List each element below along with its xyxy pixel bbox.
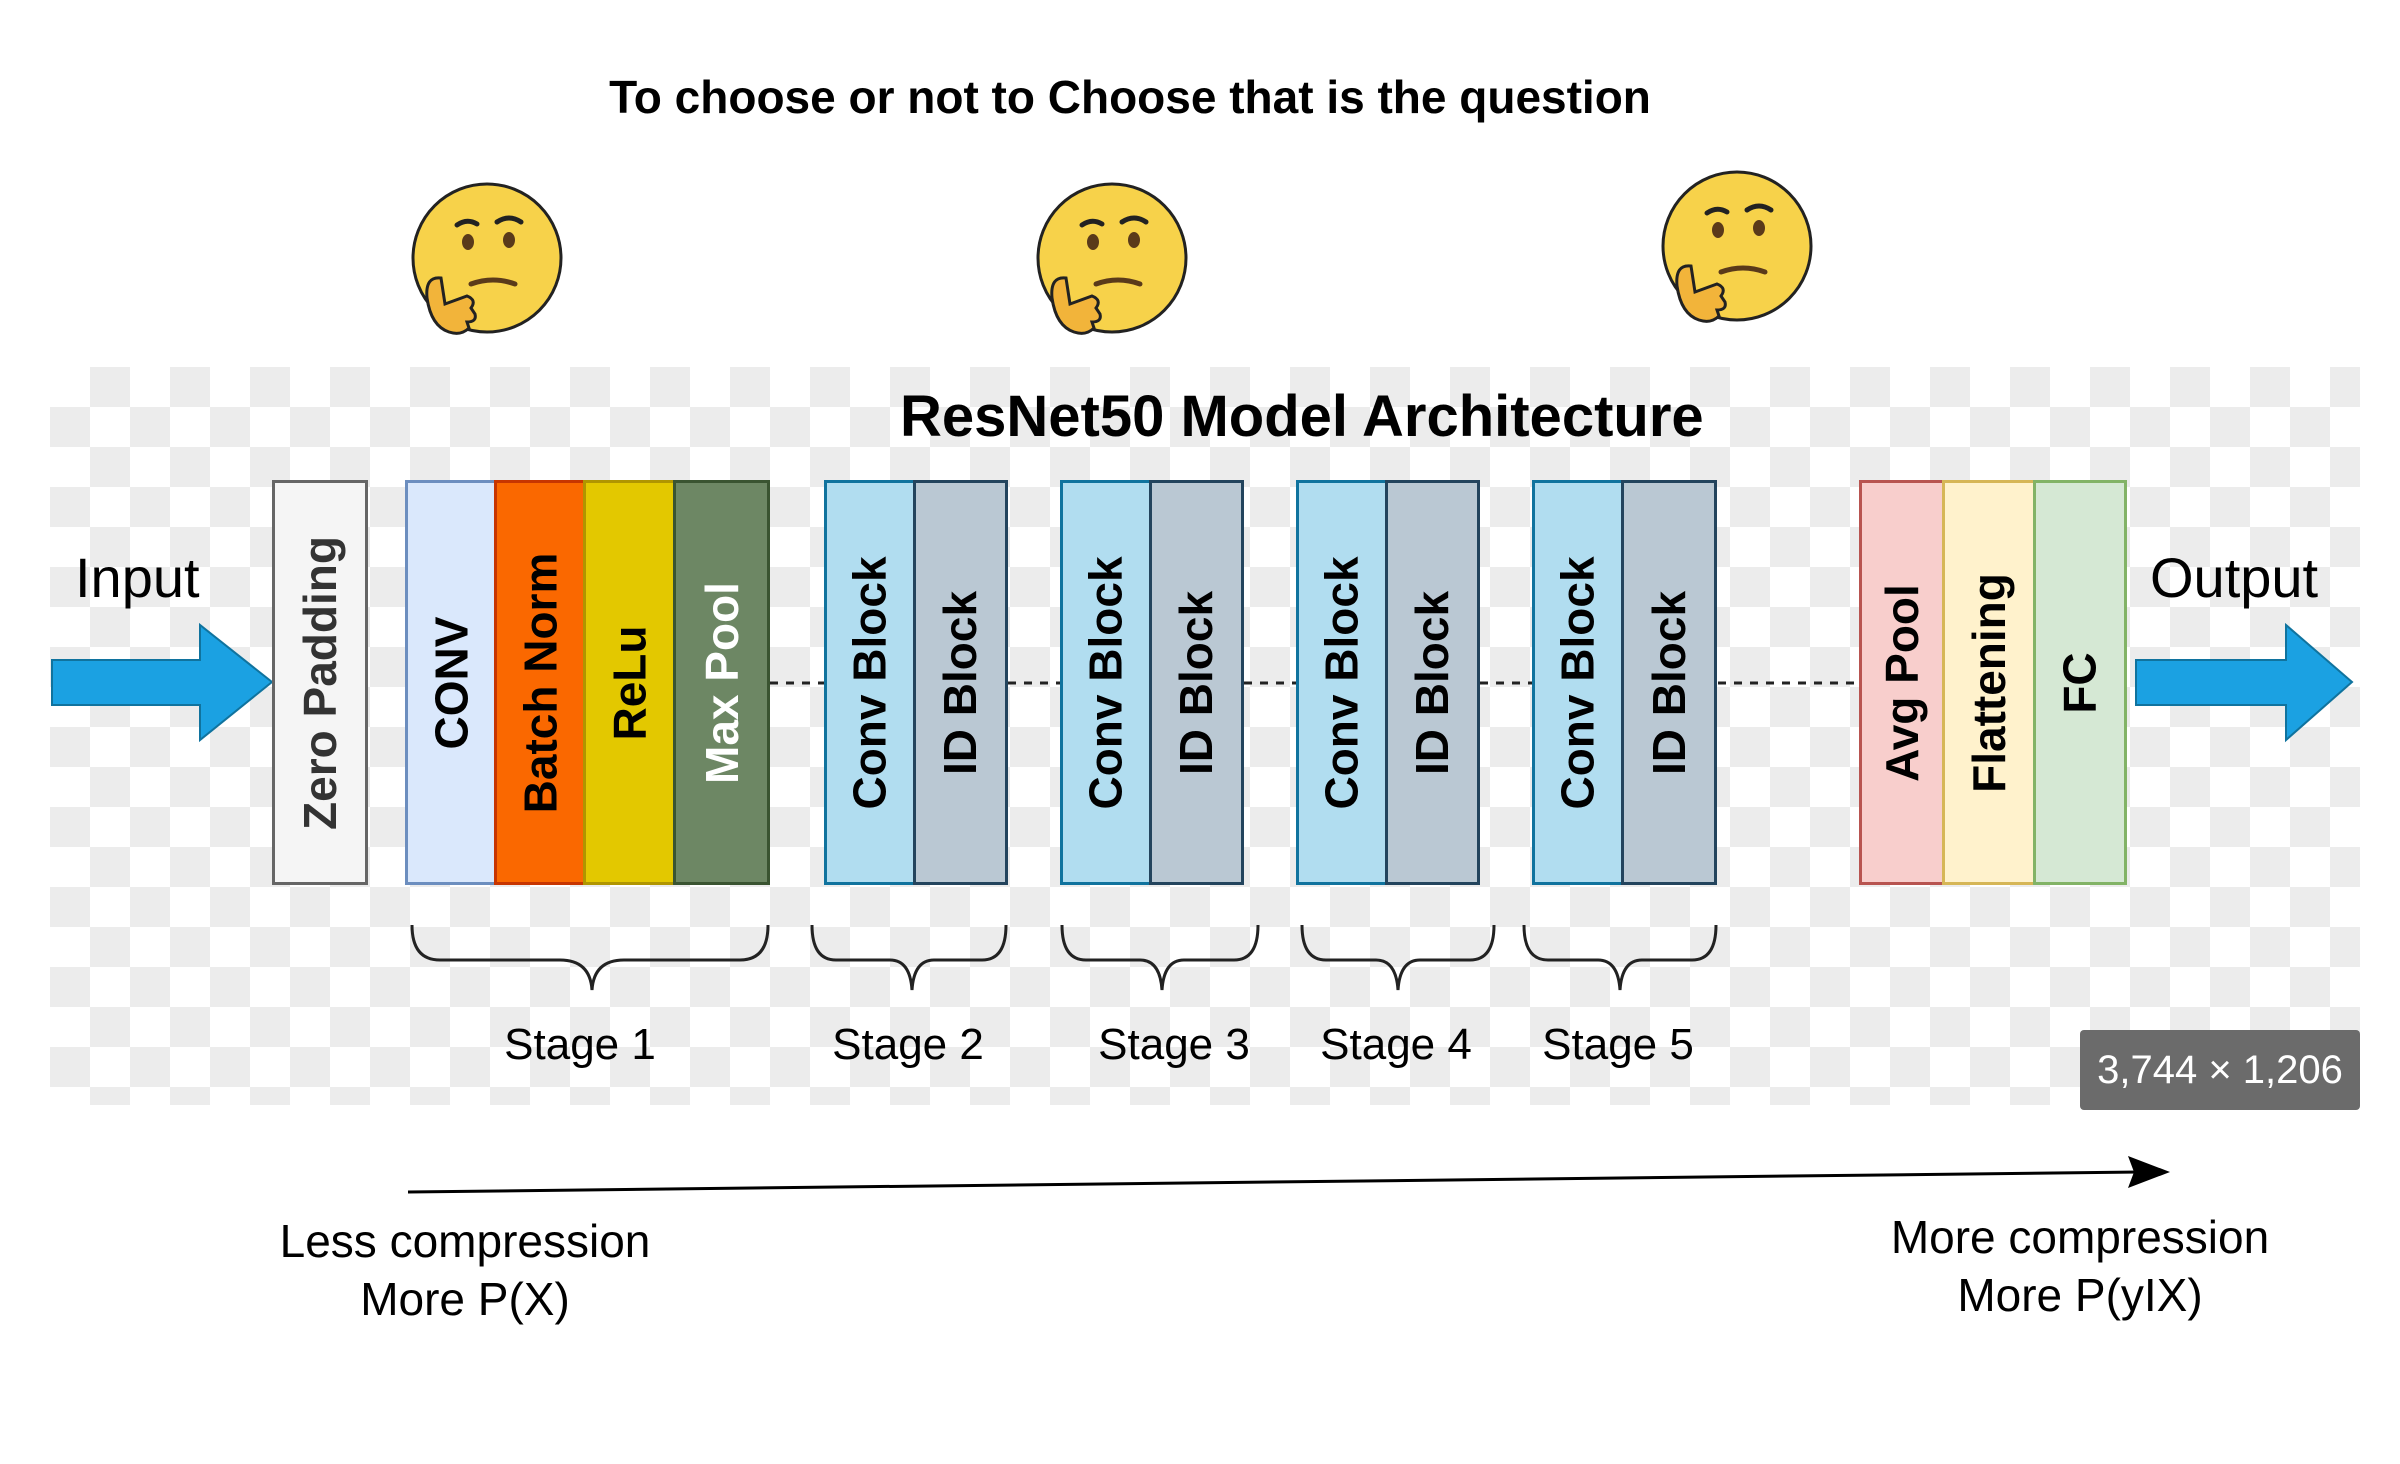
stage-2-id-block: ID Block — [913, 480, 1008, 885]
block-label: Conv Block — [844, 555, 897, 810]
block-label: ID Block — [1406, 590, 1459, 775]
stage-4-id-block: ID Block — [1385, 480, 1480, 885]
output-arrow-icon — [2135, 622, 2354, 743]
flattening-block: Flattening — [1942, 480, 2036, 885]
input-label: Input — [75, 546, 200, 609]
block-label: Conv Block — [1552, 555, 1605, 810]
block-label: Zero Padding — [294, 535, 346, 830]
block-label: ReLu — [603, 625, 656, 740]
block-label: Batch Norm — [514, 552, 566, 813]
stage-5-brace — [1522, 924, 1718, 991]
more-compression-label: More compression More P(yIX) — [1870, 1208, 2290, 1324]
fc-block: FC — [2033, 480, 2127, 885]
compression-arrow-head-icon — [2128, 1156, 2170, 1188]
block-label: FC — [2053, 651, 2106, 714]
more-pyx-line: More P(yIX) — [1957, 1269, 2203, 1321]
compression-arrow-line — [407, 1170, 2141, 1194]
thinking-face-icon — [1661, 170, 1813, 323]
stage-2-brace — [810, 924, 1008, 991]
thinking-face-icon — [411, 182, 563, 335]
more-compression-line: More compression — [1890, 1211, 2270, 1263]
stage-5-conv-block: Conv Block — [1532, 480, 1624, 885]
block-label: Flattening — [1963, 572, 2016, 793]
thinking-face-icon — [1036, 182, 1188, 335]
block-label: ID Block — [934, 590, 987, 775]
stage-4-brace — [1300, 924, 1496, 991]
block-label: Conv Block — [1316, 555, 1369, 810]
stage-2-label: Stage 2 — [832, 1020, 984, 1069]
image-size-badge: 3,744 × 1,206 — [2080, 1030, 2360, 1110]
output-label: Output — [2150, 546, 2319, 609]
block-label: ID Block — [1170, 590, 1223, 775]
stage-3-label: Stage 3 — [1098, 1020, 1250, 1069]
stage-1-label: Stage 1 — [504, 1020, 656, 1069]
diagram-title: ResNet50 Model Architecture — [900, 384, 1704, 449]
block-label: ID Block — [1643, 590, 1696, 775]
block-label: Avg Pool — [1876, 583, 1929, 782]
batch-norm-block: Batch Norm — [494, 480, 586, 885]
stage-1-brace — [410, 924, 770, 991]
stage-4-label: Stage 4 — [1320, 1020, 1472, 1069]
max-pool-block: Max Pool — [673, 480, 770, 885]
stage-4-conv-block: Conv Block — [1296, 480, 1388, 885]
stage-3-brace — [1060, 924, 1260, 991]
zero-padding-block: Zero Padding — [272, 480, 368, 885]
less-compression-line: Less compression — [279, 1215, 651, 1267]
input-arrow-icon — [51, 622, 274, 743]
stage-2-conv-block: Conv Block — [824, 480, 916, 885]
relu-block: ReLu — [583, 480, 676, 885]
less-compression-label: Less compression More P(X) — [255, 1212, 675, 1328]
stage-3-conv-block: Conv Block — [1060, 480, 1152, 885]
stage-5-id-block: ID Block — [1621, 480, 1717, 885]
block-label: CONV — [425, 616, 477, 749]
stage-3-id-block: ID Block — [1149, 480, 1244, 885]
conv-block: CONV — [405, 480, 497, 885]
more-px-line: More P(X) — [360, 1273, 570, 1325]
block-label: Max Pool — [695, 581, 748, 784]
stage-5-label: Stage 5 — [1542, 1020, 1694, 1069]
avg-pool-block: Avg Pool — [1859, 480, 1945, 885]
question-title: To choose or not to Choose that is the q… — [609, 71, 1651, 123]
block-label: Conv Block — [1080, 555, 1133, 810]
